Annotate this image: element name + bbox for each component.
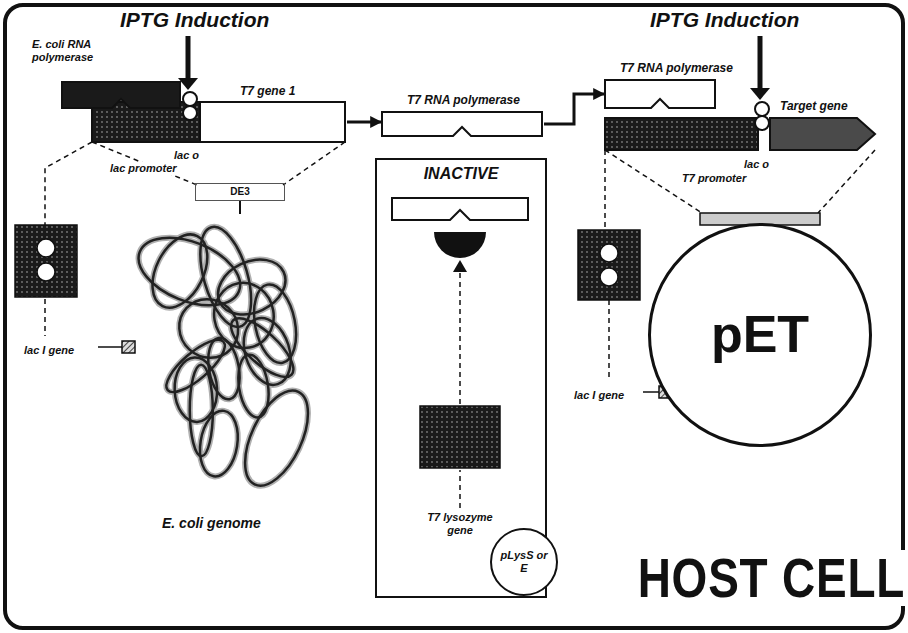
induction-label: IPTG Induction [118,8,271,32]
genome-loop [232,381,321,495]
flow-arrow [544,94,604,124]
genome-loops [129,221,321,495]
cell-title: HOST CELL [636,550,907,606]
drawing-circle [600,268,618,286]
drawing-polyline [45,142,92,225]
lysozyme-inhibition [392,198,528,468]
host-cell-frame [5,5,903,628]
node-outline [382,112,542,136]
label-holder: IPTG Induction [118,8,271,32]
genome-loop [209,249,295,325]
drawing-circle [755,116,769,130]
gene-band: T7 gene 1 [200,102,345,142]
part-label: lac I gene [22,344,76,357]
node-label: INACTIVE [424,165,499,183]
drawing-rect [15,225,77,297]
label-holder: T7 promoter [680,168,748,186]
genome-loop [223,309,302,385]
label-holder: lac o [172,145,201,163]
drawing-line [283,142,345,185]
node-label: T7 RNA polymerase [407,94,520,108]
dashed-leaders [45,142,875,508]
genome-loop [141,225,218,316]
drawing-line [459,470,461,508]
drawing-path [434,232,486,258]
drawing-rect [578,230,640,300]
rna-polymerase: T7 RNA polymerase [382,112,542,136]
label-holder: E. coli genome [160,514,263,532]
label-holder: HOST CELL [636,550,908,606]
node-outline [62,82,180,108]
drawing-line [44,299,46,336]
node-shape [382,112,542,136]
genome-loop [167,287,250,370]
induction-label: IPTG Induction [648,8,801,32]
rna-polymerase: E. coli RNA polymerase [62,82,180,108]
genome-loop [195,408,242,479]
rna-polymerase: T7 RNA polymerase [605,80,715,108]
node-label: Target gene [780,100,848,114]
part-label: lac o [172,149,201,162]
plasmid-circle: pLysS or E [490,528,558,596]
prophage-box: DE3 [195,183,285,201]
drawing-line [818,150,875,213]
node-label: E. coli RNA polymerase [32,38,132,63]
label-holder: lac I gene [22,340,76,358]
node-label: pLysS or E [496,549,552,574]
drawing-line [604,150,606,230]
drawing-polygon [392,198,528,220]
label-holder: lac o [742,154,771,172]
node-label: T7 gene 1 [240,85,295,99]
drawing-rect [420,406,500,468]
label-holder: IPTG Induction [648,8,801,32]
genome-loop [159,332,232,400]
node-outline [770,118,875,150]
drawing-line [186,36,191,80]
part-label: T7 promoter [680,172,748,185]
part-label: lac I gene [572,389,626,402]
target-gene-band: Target gene [770,118,875,150]
drawing-circle [600,244,618,262]
drawing-line [459,268,461,404]
node-shape [62,82,180,108]
node-shape [605,80,715,108]
genome-loop [195,408,242,479]
genome-loop [209,249,295,325]
label-holder: T7 lysozyme gene [418,511,502,538]
node-outline [605,80,715,108]
drawing-line [98,346,122,348]
flow-arrow [347,121,381,124]
node-shape [200,102,345,142]
drawing-circle [755,102,769,116]
node-label: pET [711,305,809,365]
genome-loop [234,353,272,420]
part-label: E. coli genome [160,515,263,531]
drawing-polygon [453,260,467,272]
node-shape [770,118,875,150]
drawing-line [643,391,659,393]
drawing-line [758,36,763,90]
genome-loop [159,332,232,400]
part-label: lac promoter [108,162,179,175]
node-label: T7 RNA polymerase [620,62,733,76]
drawing-circle [183,106,197,120]
part-label: lac o [742,158,771,171]
label-holder: lac promoter [108,158,179,176]
genome-loop [232,381,321,495]
drawing-circle [37,239,55,257]
label-holder: lac I gene [572,385,626,403]
node-outline [200,102,345,142]
drawing-line [608,300,610,381]
part-label: T7 lysozyme gene [418,511,502,536]
drawing-circle [37,263,55,281]
plasmid-circle: pET [648,223,872,447]
drawing-rect [122,341,135,353]
drawing-polygon [750,88,770,100]
drawing-circle [183,92,197,106]
node-label: DE3 [230,186,249,198]
de3-link [239,201,241,214]
drawing-rect [605,118,758,150]
